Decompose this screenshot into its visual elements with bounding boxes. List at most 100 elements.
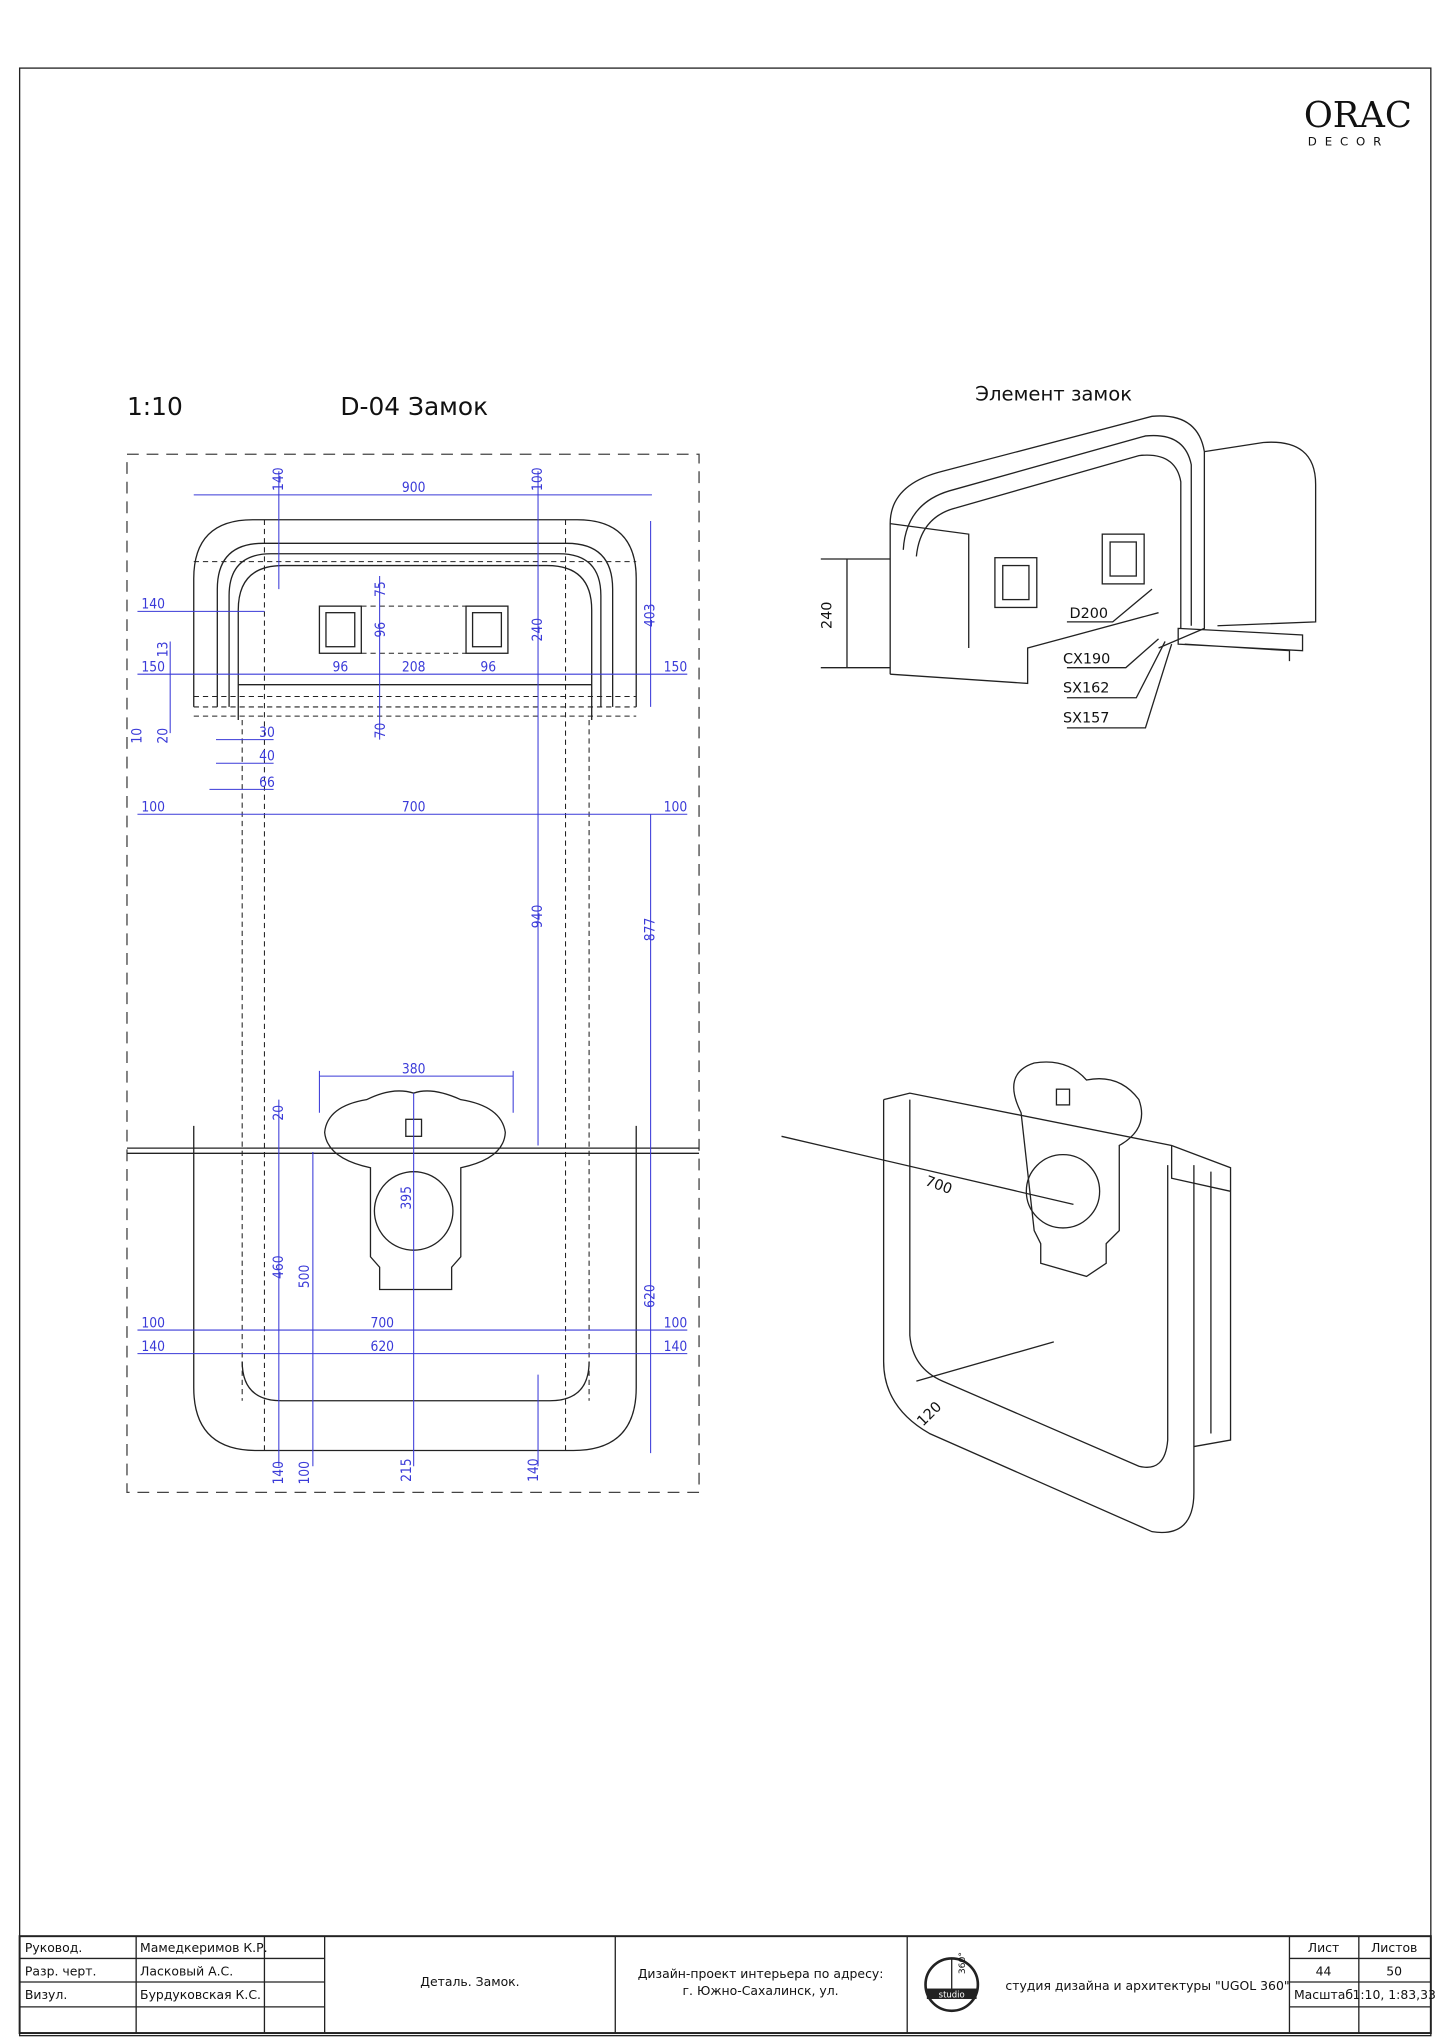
drawing-line: [216, 542, 614, 707]
drawing-label: 100: [297, 1461, 313, 1485]
drawing-label: 1:10, 1:83,33: [1352, 1987, 1435, 2002]
drawing-line: [325, 612, 356, 648]
drawing-line: [126, 453, 700, 1494]
scale-label: 1:10: [127, 392, 183, 421]
drawing-line: [465, 605, 509, 654]
drawing-line: [820, 558, 1173, 729]
drawing-label: 460: [271, 1255, 287, 1279]
drawing-line: [781, 1135, 1074, 1382]
drawing-line: [241, 1361, 590, 1402]
drawing-label: 500: [297, 1264, 313, 1288]
drawing-label: 240: [530, 618, 546, 642]
drawing-label: 940: [530, 904, 546, 928]
drawing-label: ORAC: [1304, 95, 1412, 136]
drawing-line: [1177, 627, 1304, 662]
drawing-line: [193, 1125, 637, 1452]
drawing-line: [1204, 441, 1317, 627]
drawing-label: Масштаб: [1294, 1987, 1353, 2002]
drawing-line: [18, 1935, 1432, 2035]
studio-logo-icon: 360° studio: [924, 1952, 980, 2013]
drawing-label: Бурдуковская К.С.: [140, 1987, 261, 2002]
drawing-label: studio: [939, 1991, 965, 2001]
drawing-label: 140: [271, 467, 287, 491]
drawing-label: 403: [643, 604, 659, 628]
drawing-title: D-04 Замок: [340, 392, 488, 421]
drawing-label: 140: [141, 597, 165, 613]
drawing-label: 900: [402, 480, 426, 496]
drawing-label: Дизайн-проект интерьера по адресу:: [638, 1966, 884, 1981]
drawing-label: D200: [1070, 606, 1109, 622]
drawing-line: [1013, 1061, 1143, 1278]
drawing-label: 150: [141, 660, 165, 676]
front-view: [126, 453, 700, 1494]
drawing-line: [1101, 533, 1145, 585]
drawing-line: [1025, 1153, 1101, 1229]
drawing-label: SX157: [1063, 711, 1109, 727]
drawing-line: [193, 561, 637, 717]
drawing-line: [909, 1099, 1169, 1468]
drawing-line: [237, 564, 593, 721]
drawing-label: CX190: [1063, 652, 1110, 668]
drawing-label: 150: [664, 660, 688, 676]
drawing-line: [902, 434, 1192, 626]
drawing-line: [193, 519, 637, 707]
drawing-line: [361, 605, 467, 654]
drawing-label: 100: [664, 1315, 688, 1331]
drawing-label: Визул.: [25, 1987, 67, 2002]
drawing-label: 700: [923, 1173, 954, 1197]
drawing-label: Руковод.: [25, 1940, 82, 1955]
iso-frame-view: 700 120: [781, 1061, 1232, 1534]
drawing-label: 40: [259, 749, 275, 765]
drawing-line: [882, 1099, 1195, 1534]
drawing-label: 140: [141, 1339, 165, 1355]
drawing-label: 620: [643, 1284, 659, 1308]
front-view-dimensions: 140 900 100 140 75 96 240 403 13 150 96 …: [129, 467, 687, 1484]
drawing-label: Разр. черт.: [25, 1963, 97, 1978]
studio-name: студия дизайна и архитектуры "UGOL 360": [1005, 1978, 1289, 1993]
drawing-label: 75: [373, 581, 389, 597]
drawing-label: Лист: [1308, 1940, 1339, 1955]
drawing-label: 700: [402, 800, 426, 816]
drawing-line: [19, 1936, 1431, 2034]
iso-title: Элемент замок: [975, 383, 1132, 406]
drawing-label: SX162: [1063, 681, 1109, 697]
drawing-label: г. Южно-Сахалинск, ул.: [683, 1983, 839, 1998]
drawing-label: DECOR: [1308, 134, 1389, 148]
title-block: Руковод. Мамедкеримов К.Р. Разр. черт. Л…: [18, 1935, 1436, 2035]
drawing-label: 66: [259, 775, 275, 791]
drawing-label: 96: [373, 622, 389, 638]
drawing-line: [926, 1988, 977, 2000]
drawing-label: 100: [141, 800, 165, 816]
drawing-line: [883, 1092, 1232, 1448]
drawing-label: 13: [156, 641, 172, 657]
drawing-label: 395: [399, 1186, 415, 1210]
drawing-label: 20: [156, 728, 172, 744]
drawing-label: 120: [914, 1399, 945, 1430]
iso-element-view: 240 D200 CX190 SX162 SX157: [819, 415, 1317, 729]
drawing-label: Мамедкеримов К.Р.: [140, 1940, 267, 1955]
sheet-name: Деталь. Замок.: [420, 1974, 519, 1989]
drawing-line: [994, 557, 1038, 609]
drawing-label: 70: [373, 723, 389, 739]
drawing-label: 620: [370, 1339, 394, 1355]
drawing-label: 140: [664, 1339, 688, 1355]
drawing-line: [323, 1090, 506, 1291]
drawing-label: 100: [141, 1315, 165, 1331]
drawing-label: 100: [664, 800, 688, 816]
drawing-label: 140: [271, 1461, 287, 1485]
drawing-label: 20: [271, 1105, 287, 1121]
drawing-label: 30: [259, 725, 275, 741]
drawing-label: Листов: [1371, 1940, 1417, 1955]
drawing-label: 100: [530, 467, 546, 491]
drawing-label: 140: [526, 1458, 542, 1482]
drawing-label: 360°: [957, 1952, 968, 1974]
drawing-label: 44: [1316, 1963, 1332, 1978]
drawing-line: [318, 605, 362, 654]
drawing-line: [889, 415, 1206, 675]
drawing-line: [1109, 541, 1137, 577]
drawing-line: [137, 471, 688, 1467]
drawing-label: 215: [399, 1458, 415, 1482]
drawing-label: 50: [1386, 1963, 1402, 1978]
drawing-label: 96: [480, 660, 496, 676]
